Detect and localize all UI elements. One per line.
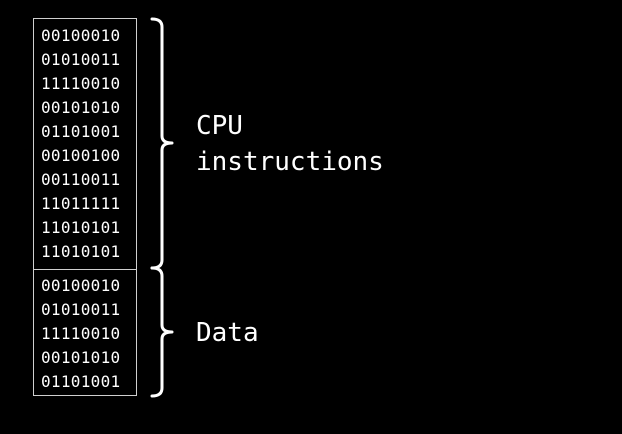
memory-block: 00100010 01010011 11110010 00101010 0110… xyxy=(33,18,137,396)
data-brace xyxy=(150,266,174,398)
data-label: Data xyxy=(196,318,259,348)
instruction-word: 00110011 xyxy=(41,170,121,189)
instructions-label: instructions xyxy=(196,147,384,177)
instruction-word: 00101010 xyxy=(41,98,121,117)
instruction-word: 11011111 xyxy=(41,194,121,213)
cpu-label: CPU xyxy=(196,111,243,141)
instruction-word: 01010011 xyxy=(41,50,121,69)
instruction-section: 00100010 01010011 11110010 00101010 0110… xyxy=(34,19,136,269)
data-word: 01010011 xyxy=(41,300,121,319)
instruction-word: 11010101 xyxy=(41,242,121,261)
data-word: 01101001 xyxy=(41,372,121,391)
instruction-word: 01101001 xyxy=(41,122,121,141)
instruction-word: 11110010 xyxy=(41,74,121,93)
data-word: 00100010 xyxy=(41,276,121,295)
instruction-word: 11010101 xyxy=(41,218,121,237)
data-word: 00101010 xyxy=(41,348,121,367)
instructions-brace xyxy=(150,17,174,270)
data-section: 00100010 01010011 11110010 00101010 0110… xyxy=(34,269,136,397)
instruction-word: 00100100 xyxy=(41,146,121,165)
instruction-word: 00100010 xyxy=(41,26,121,45)
data-word: 11110010 xyxy=(41,324,121,343)
